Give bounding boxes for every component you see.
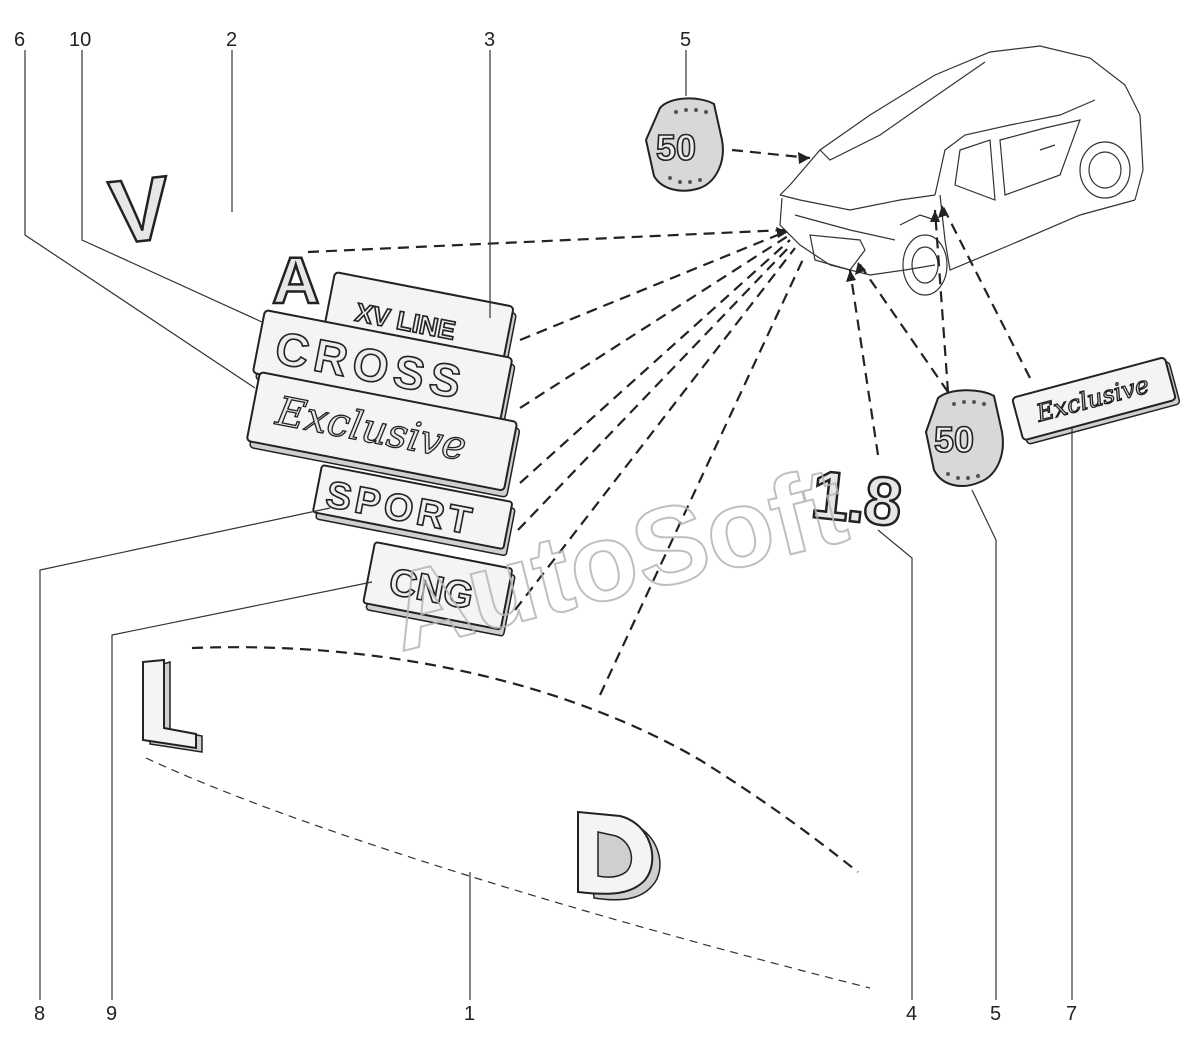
callout-1: 1: [464, 1003, 475, 1025]
callout-5-bottom: 5: [990, 1003, 1001, 1025]
callout-2: 2: [226, 29, 237, 51]
leader-lines: [24, 50, 1073, 1000]
emblem-d: D: [0, 0, 1, 1]
badge-50-bottom-text: 50: [934, 419, 974, 460]
emblem-cng: CNG: [362, 541, 516, 637]
assembly-arrows: [145, 148, 1031, 989]
emblem-l: L: [0, 0, 1, 1]
callout-3: 3: [484, 29, 495, 51]
emblem-l-group: L: [0, 0, 203, 753]
callout-4: 4: [906, 1003, 917, 1025]
badge-50-top: 50: [644, 97, 724, 192]
callout-9: 9: [106, 1003, 117, 1025]
emblem-v: V: [105, 158, 175, 264]
arrowheads: [776, 152, 948, 282]
emblem-a: A: [272, 243, 320, 317]
badge-50-top-text: 50: [656, 127, 696, 168]
callout-numbers: 6 10 2 3 5 8 9 1 4 5 7: [14, 29, 1077, 1025]
engine-text: 1.8: [808, 456, 904, 541]
emblem-a-group: A: [271, 242, 321, 319]
callout-10: 10: [69, 29, 91, 51]
callout-7: 7: [1066, 1003, 1077, 1025]
car-outline: [779, 45, 1144, 296]
emblem-exclusive-small: Exclusive: [1011, 357, 1181, 445]
callout-6: 6: [14, 29, 25, 51]
emblem-engine-1-8: 1.8: [807, 455, 906, 542]
emblem-d-group: D: [0, 0, 661, 901]
badge-50-bottom: 50: [924, 389, 1004, 487]
callout-5-top: 5: [680, 29, 691, 51]
callout-8: 8: [34, 1003, 45, 1025]
